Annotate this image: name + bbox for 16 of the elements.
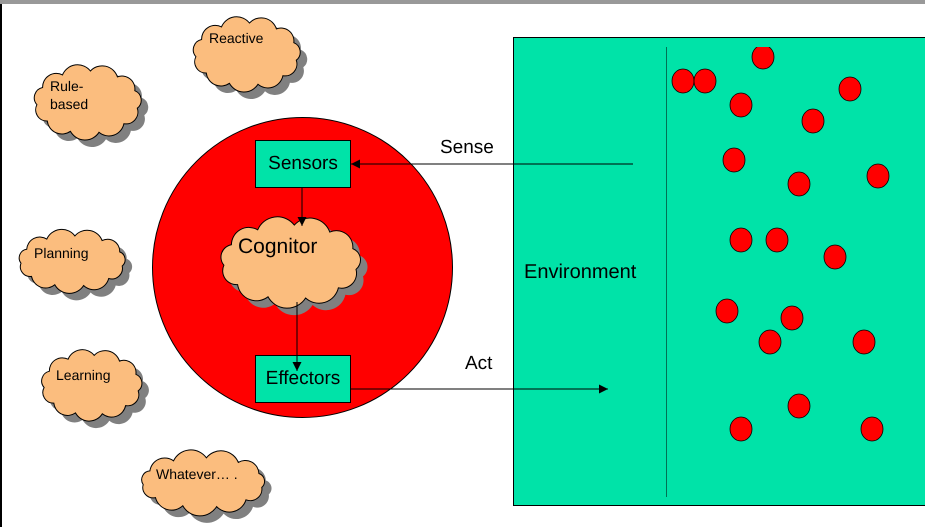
cloud-label: Rule-based: [50, 78, 90, 113]
arrow: [350, 160, 634, 168]
box-label: Effectors: [266, 368, 340, 390]
environment-label: Environment: [524, 261, 636, 284]
box-label: Sensors: [268, 153, 338, 175]
process-box: [255, 140, 351, 188]
cloud-label: Planning: [34, 245, 90, 262]
cloud-label: Reactive: [209, 30, 264, 48]
arrow: [298, 188, 306, 226]
process-box: [255, 355, 351, 403]
cloud-label: Learning: [56, 367, 112, 384]
cloud-label: Whatever… .: [156, 466, 239, 484]
arrow: [350, 384, 608, 394]
arrow: [292, 302, 302, 372]
environment-panel: [513, 37, 925, 506]
cloud-label: Cognitor: [238, 234, 318, 260]
